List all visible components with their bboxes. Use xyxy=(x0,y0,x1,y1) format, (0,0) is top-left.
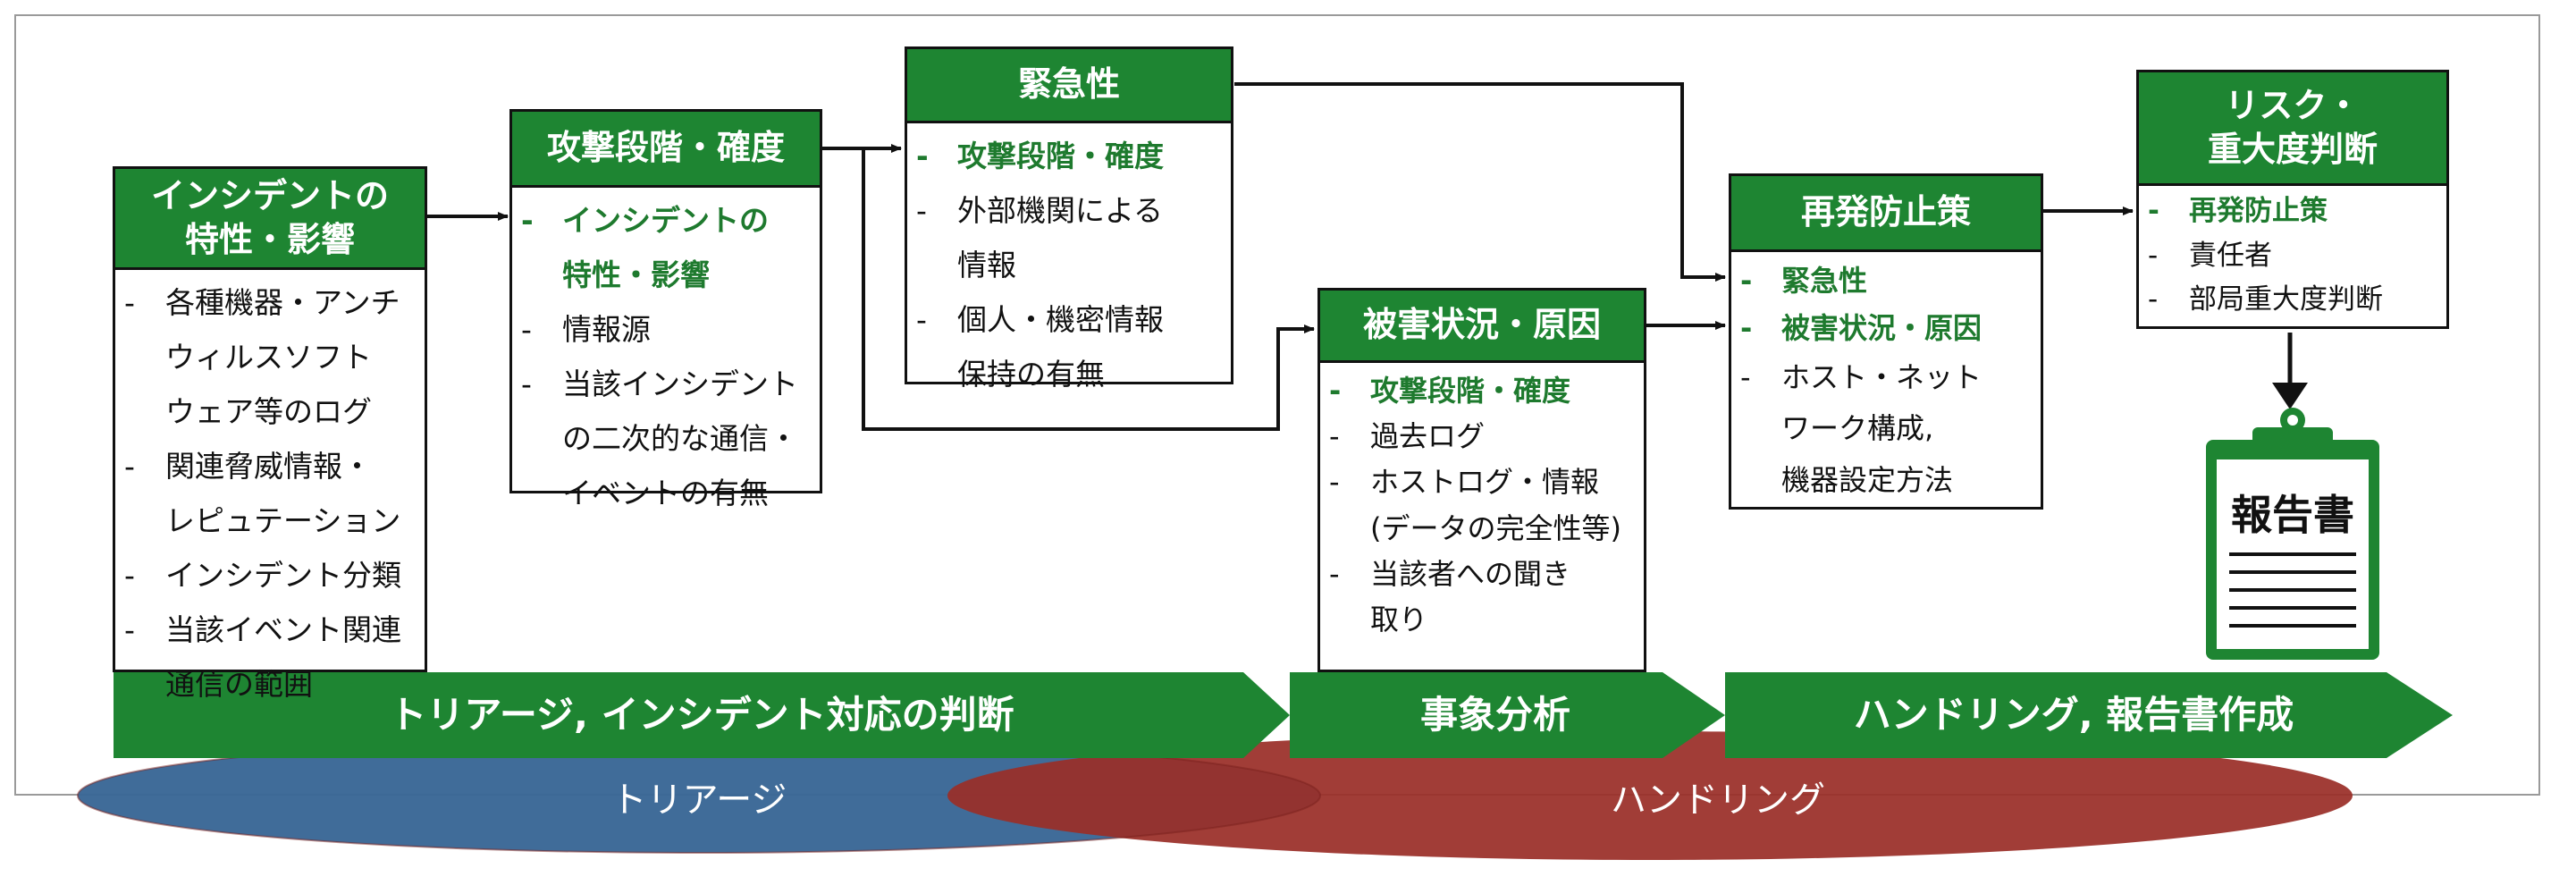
recurrence-prevention-title: 再発防止策 xyxy=(1800,192,1971,232)
analysis-band-arrow xyxy=(1290,672,1725,758)
recurrence-prevention-list: 緊急性 被害状況・原因 ホスト・ネット ワーク構成, 機器設定方法 xyxy=(1731,252,2041,506)
attack-stage-list: インシデントの 特性・影響 情報源 当該インシデント の二次的な通信・ イベント… xyxy=(512,188,820,520)
attack-stage-title: 攻撃段階・確度 xyxy=(546,128,785,168)
list-item: 責任者 xyxy=(2148,234,2437,279)
list-item: 外部機関による 情報 xyxy=(916,183,1222,292)
report-title: 報告書 xyxy=(2231,491,2354,539)
triage-band-label: トリアージ, インシデント対応の判断 xyxy=(389,693,1014,737)
urgency-header: 緊急性 xyxy=(907,49,1231,123)
handling-band-label: ハンドリング, 報告書作成 xyxy=(1853,693,2294,737)
list-item: ホスト・ネット ワーク構成, 機器設定方法 xyxy=(1740,352,2032,507)
incident-characteristics-header: インシデントの 特性・影響 xyxy=(115,169,425,270)
list-item: 各種機器・アンチ ウィルスソフト ウェア等のログ xyxy=(124,275,416,439)
list-item: 攻撃段階・確度 xyxy=(916,129,1222,183)
damage-status-box: 被害状況・原因 攻撃段階・確度 過去ログ ホストログ・情報 (データの完全性等)… xyxy=(1317,288,1646,672)
handling-band-arrow xyxy=(1725,672,2453,758)
triage-ellipse xyxy=(78,738,1320,853)
damage-status-title: 被害状況・原因 xyxy=(1362,305,1601,345)
list-item: 部局重大度判断 xyxy=(2148,278,2437,323)
urgency-title: 緊急性 xyxy=(1017,64,1120,105)
connector-attack-to-damage xyxy=(862,148,1315,431)
recurrence-prevention-header: 再発防止策 xyxy=(1731,176,2041,252)
analysis-band-label: 事象分析 xyxy=(1419,693,1570,737)
list-item: 当該イベント関連 通信の範囲 xyxy=(124,603,416,712)
risk-severity-list: 再発防止策 責任者 部局重大度判断 xyxy=(2139,186,2446,323)
list-item: 攻撃段階・確度 xyxy=(1329,368,1635,414)
triage-ellipse-label: トリアージ xyxy=(610,780,787,821)
damage-status-header: 被害状況・原因 xyxy=(1320,291,1644,363)
handling-ellipse xyxy=(947,731,2353,860)
risk-severity-header: リスク・ 重大度判断 xyxy=(2139,72,2446,186)
incident-characteristics-box: インシデントの 特性・影響 各種機器・アンチ ウィルスソフト ウェア等のログ 関… xyxy=(113,166,427,702)
connector-risk-to-report-head xyxy=(2272,383,2308,409)
list-item: 過去ログ xyxy=(1329,414,1635,459)
attack-stage-header: 攻撃段階・確度 xyxy=(512,112,820,188)
risk-severity-box: リスク・ 重大度判断 再発防止策 責任者 部局重大度判断 xyxy=(2136,70,2449,329)
attack-stage-box: 攻撃段階・確度 インシデントの 特性・影響 情報源 当該インシデント の二次的な… xyxy=(509,109,822,510)
list-item: 当該者への聞き 取り xyxy=(1329,552,1635,643)
list-item: 関連脅威情報・ レピュテーション xyxy=(124,439,416,548)
handling-ellipse-label: ハンドリング xyxy=(1611,780,1825,821)
list-item: 個人・機密情報 保持の有無 xyxy=(916,292,1222,401)
report-clipboard-icon xyxy=(2206,408,2379,660)
urgency-box: 緊急性 攻撃段階・確度 外部機関による 情報 個人・機密情報 保持の有無 xyxy=(905,46,1233,392)
urgency-list: 攻撃段階・確度 外部機関による 情報 個人・機密情報 保持の有無 xyxy=(907,123,1231,401)
recurrence-prevention-box: 再発防止策 緊急性 被害状況・原因 ホスト・ネット ワーク構成, 機器設定方法 xyxy=(1729,173,2043,510)
list-item: インシデント分類 xyxy=(124,548,416,603)
list-item: インシデントの 特性・影響 xyxy=(521,193,811,302)
list-item: 被害状況・原因 xyxy=(1740,305,2032,352)
incident-characteristics-title: インシデントの 特性・影響 xyxy=(150,175,389,259)
risk-severity-title: リスク・ 重大度判断 xyxy=(2207,85,2378,169)
list-item: 緊急性 xyxy=(1740,257,2032,305)
connector-urgency-to-prevention xyxy=(1234,82,1726,282)
list-item: ホストログ・情報 (データの完全性等) xyxy=(1329,459,1635,551)
list-item: 当該インシデント の二次的な通信・ イベントの有無 xyxy=(521,357,811,520)
list-item: 情報源 xyxy=(521,302,811,357)
list-item: 再発防止策 xyxy=(2148,190,2437,234)
incident-characteristics-list: 各種機器・アンチ ウィルスソフト ウェア等のログ 関連脅威情報・ レピュテーショ… xyxy=(115,270,425,712)
damage-status-list: 攻撃段階・確度 過去ログ ホストログ・情報 (データの完全性等) 当該者への聞き… xyxy=(1320,363,1644,643)
